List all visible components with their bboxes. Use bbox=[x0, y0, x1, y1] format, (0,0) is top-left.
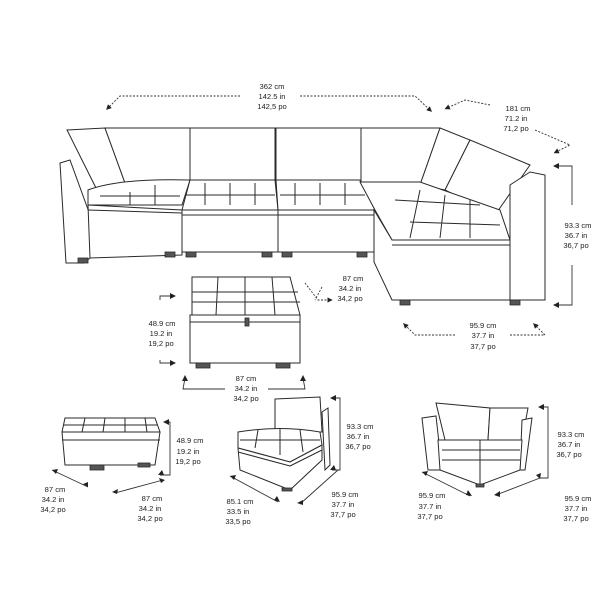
dim-cm: 95.9 cm bbox=[331, 490, 358, 499]
dim-in: 142.5 in bbox=[258, 92, 285, 101]
dimension-lines-main bbox=[106, 95, 573, 390]
dim-cm: 48.9 cm bbox=[176, 436, 203, 445]
dim-in: 34.2 in bbox=[235, 384, 258, 393]
dim-po: 34,2 po bbox=[337, 294, 362, 303]
dim-po: 33,5 po bbox=[225, 517, 250, 526]
dim-cm: 93.3 cm bbox=[557, 430, 584, 439]
dim-po: 37,7 po bbox=[330, 510, 355, 519]
dim-po: 34,2 po bbox=[40, 505, 65, 514]
label-sectional-width: 362 cm 142.5 in 142,5 po bbox=[257, 82, 287, 111]
ottoman-drawing-main bbox=[189, 276, 301, 369]
label-chair-height: 93.3 cm 36.7 in 36,7 po bbox=[345, 422, 373, 451]
dim-cm: 181 cm bbox=[506, 104, 531, 113]
label-chaise-width: 95.9 cm 37.7 in 37,7 po bbox=[469, 321, 496, 351]
armless-chair-dimension-lines bbox=[229, 395, 341, 505]
label-main-ottoman-width: 87 cm 34.2 in 34,2 po bbox=[233, 374, 258, 403]
dim-in: 34.2 in bbox=[339, 284, 362, 293]
dim-po: 142,5 po bbox=[257, 102, 287, 111]
dim-in: 37.7 in bbox=[565, 504, 588, 513]
dim-cm: 87 cm bbox=[343, 274, 364, 283]
dim-in: 36.7 in bbox=[565, 231, 588, 240]
dim-po: 36,7 po bbox=[345, 442, 370, 451]
label-chair-depth: 85.1 cm 33.5 in 33,5 po bbox=[225, 497, 253, 526]
dim-cm: 87 cm bbox=[142, 494, 163, 503]
dim-po: 37,7 po bbox=[417, 512, 442, 521]
dim-cm: 93.3 cm bbox=[564, 221, 591, 230]
dim-cm: 362 cm bbox=[260, 82, 285, 91]
label-corner-height: 93.3 cm 36.7 in 36,7 po bbox=[556, 430, 584, 459]
dim-cm: 48.9 cm bbox=[148, 319, 175, 328]
sectional-drawing bbox=[59, 127, 546, 306]
dim-cm: 95.9 cm bbox=[418, 491, 445, 500]
dim-cm: 93.3 cm bbox=[346, 422, 373, 431]
dim-in: 33.5 in bbox=[227, 507, 250, 516]
dim-po: 19,2 po bbox=[175, 457, 200, 466]
dim-in: 37.7 in bbox=[472, 331, 495, 340]
ottoman-drawing bbox=[61, 417, 161, 471]
dim-in: 37.7 in bbox=[419, 502, 442, 511]
dim-in: 19.2 in bbox=[150, 329, 173, 338]
dim-po: 36,7 po bbox=[563, 241, 588, 250]
corner-chair-dimension-lines bbox=[421, 404, 549, 497]
dim-po: 71,2 po bbox=[503, 124, 528, 133]
dim-po: 37,7 po bbox=[470, 342, 495, 351]
dim-in: 37.7 in bbox=[332, 500, 355, 509]
dim-cm: 87 cm bbox=[236, 374, 257, 383]
dim-in: 34.2 in bbox=[139, 504, 162, 513]
dim-po: 34,2 po bbox=[137, 514, 162, 523]
dim-in: 71.2 in bbox=[505, 114, 528, 123]
dim-po: 36,7 po bbox=[556, 450, 581, 459]
dim-in: 19.2 in bbox=[177, 447, 200, 456]
label-sectional-depth: 181 cm 71.2 in 71,2 po bbox=[503, 104, 530, 133]
label-corner-right: 95.9 cm 37.7 in 37,7 po bbox=[563, 494, 591, 523]
dim-cm: 95.9 cm bbox=[469, 321, 496, 330]
dim-cm: 95.9 cm bbox=[564, 494, 591, 503]
label-ottoman-height: 48.9 cm 19.2 in 19,2 po bbox=[175, 436, 203, 466]
label-main-ottoman-height: 48.9 cm 19.2 in 19,2 po bbox=[148, 319, 175, 348]
label-ottoman-width: 87 cm 34.2 in 34,2 po bbox=[137, 494, 162, 523]
dim-in: 34.2 in bbox=[42, 495, 65, 504]
ottoman-dimension-lines bbox=[51, 419, 171, 494]
label-main-ottoman-depth: 87 cm 34.2 in 34,2 po bbox=[337, 274, 363, 303]
dim-po: 34,2 po bbox=[233, 394, 258, 403]
label-chair-width: 95.9 cm 37.7 in 37,7 po bbox=[330, 490, 358, 519]
dim-cm: 85.1 cm bbox=[226, 497, 253, 506]
dim-po: 19,2 po bbox=[148, 339, 173, 348]
label-sectional-height: 93.3 cm 36.7 in 36,7 po bbox=[563, 221, 591, 250]
dim-cm: 87 cm bbox=[45, 485, 66, 494]
dim-po: 37,7 po bbox=[563, 514, 588, 523]
armless-chair-drawing bbox=[237, 396, 331, 492]
label-corner-left: 95.9 cm 37.7 in 37,7 po bbox=[417, 491, 445, 521]
corner-chair-drawing bbox=[421, 402, 533, 488]
label-ottoman-depth: 87 cm 34.2 in 34,2 po bbox=[40, 485, 65, 514]
dim-in: 36.7 in bbox=[558, 440, 581, 449]
dim-in: 36.7 in bbox=[347, 432, 370, 441]
